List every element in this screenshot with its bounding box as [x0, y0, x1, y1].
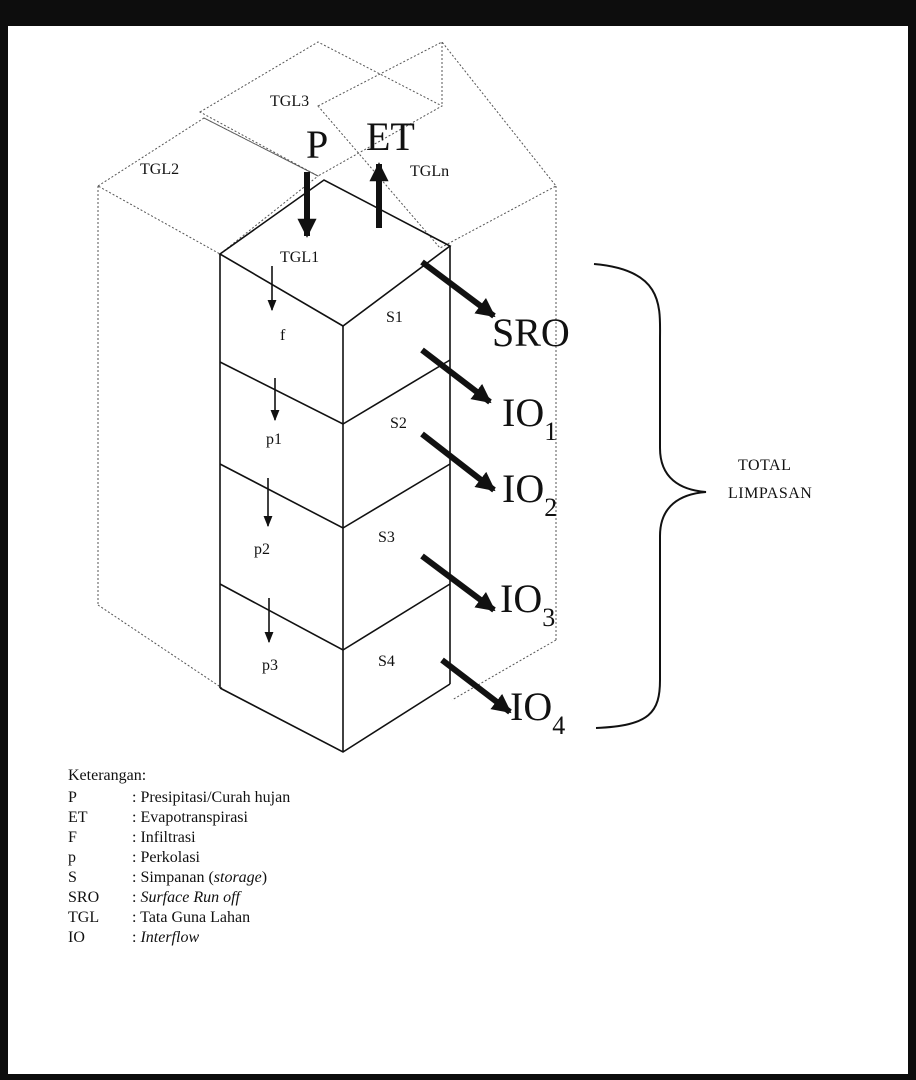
frame-border-right — [908, 0, 916, 1080]
legend-desc-text: : — [132, 929, 141, 946]
layer-flux-label-4: p3 — [262, 657, 278, 674]
io1-label-main: IO — [502, 390, 544, 435]
io3-label-main: IO — [500, 576, 542, 621]
legend-term: ET — [68, 809, 88, 826]
legend-row: IO : Interflow — [68, 928, 488, 948]
legend-term: F — [68, 829, 77, 846]
sro-arrow — [420, 259, 496, 319]
legend-row: S : Simpanan (storage) — [68, 868, 488, 888]
io2-arrow — [420, 431, 496, 493]
column-top-face — [218, 179, 452, 327]
storage-label-1: S1 — [386, 309, 403, 326]
io4-label-sub: 4 — [552, 711, 565, 740]
sro-label-main: SRO — [492, 310, 570, 355]
legend-row: SRO : Surface Run off — [68, 888, 488, 908]
io2-label: IO2 — [502, 466, 557, 522]
io4-arrow — [440, 657, 512, 715]
legend-row: ET : Evapotranspirasi — [68, 808, 488, 828]
legend-row: TGL : Tata Guna Lahan — [68, 908, 488, 928]
legend-desc: : Interflow — [132, 928, 199, 948]
frame-border-top — [0, 0, 916, 26]
vertical-exchange-arrows — [297, 162, 389, 238]
legend-row: P : Presipitasi/Curah hujan — [68, 788, 488, 808]
sro-label: SRO — [492, 310, 570, 355]
io2-label-sub: 2 — [544, 493, 557, 522]
layer-flux-label-3: p2 — [254, 541, 270, 558]
column-bottom-edge — [219, 683, 451, 753]
io1-label-sub: 1 — [544, 417, 557, 446]
legend-row: p : Perkolasi — [68, 848, 488, 868]
total-runoff-label-line-1: TOTAL — [738, 457, 791, 474]
legend-term: IO — [68, 929, 85, 946]
total-runoff-label-line-2: LIMPASAN — [728, 485, 812, 502]
legend-desc-italic: Surface Run off — [140, 889, 240, 906]
legend-desc-text: : — [132, 889, 141, 906]
legend-desc: : Tata Guna Lahan — [132, 908, 250, 928]
io3-arrow — [420, 553, 496, 613]
tgl-background-parcels — [97, 41, 557, 701]
io1-arrow — [420, 347, 492, 405]
vertical-flux-arrows — [263, 266, 280, 644]
io4-label: IO4 — [510, 684, 565, 740]
layer-flux-label-1: f — [280, 327, 286, 344]
storage-label-2: S2 — [390, 415, 407, 432]
legend-desc: : Simpanan (storage) — [132, 868, 267, 888]
legend-desc-text: : Infiltrasi — [132, 829, 196, 846]
io3-label: IO3 — [500, 576, 555, 632]
legend-term: SRO — [68, 889, 100, 906]
legend-desc-text: : Simpanan ( — [132, 869, 214, 886]
legend-term: S — [68, 869, 77, 886]
soil-column — [218, 179, 452, 753]
legend-desc: : Infiltrasi — [132, 828, 196, 848]
layer-divider-2 — [219, 463, 451, 529]
storage-label-3: S3 — [378, 529, 395, 546]
tgl2-parcel — [97, 117, 319, 255]
legend-term: P — [68, 789, 77, 806]
legend: Keterangan: P : Presipitasi/Curah hujan … — [68, 766, 488, 948]
frame-border-left — [0, 0, 8, 1080]
lateral-outflow-arrows — [420, 259, 512, 715]
tgl3-parcel — [198, 41, 444, 177]
legend-desc-text: : Evapotranspirasi — [132, 809, 248, 826]
layer-flux-label-2: p1 — [266, 431, 282, 448]
io1-label: IO1 — [502, 390, 557, 446]
legend-desc: : Evapotranspirasi — [132, 808, 248, 828]
legend-desc: : Surface Run off — [132, 888, 240, 908]
legend-desc-text: : Perkolasi — [132, 849, 200, 866]
legend-row: F : Infiltrasi — [68, 828, 488, 848]
legend-desc-italic: Interflow — [140, 929, 200, 946]
tgl-divider — [203, 117, 319, 177]
io3-label-sub: 3 — [542, 603, 555, 632]
tgln-label: TGLn — [410, 163, 449, 180]
legend-term: p — [68, 849, 76, 866]
frame-border-bottom — [0, 1074, 916, 1080]
tgl3-label: TGL3 — [270, 93, 309, 110]
legend-desc-text: : Presipitasi/Curah hujan — [132, 789, 291, 806]
tgln-parcel — [317, 41, 557, 249]
evapotranspiration-label: ET — [366, 114, 415, 159]
total-runoff-brace — [593, 263, 707, 729]
tgl2-label: TGL2 — [140, 161, 179, 178]
io4-label-main: IO — [510, 684, 552, 729]
storage-label-4: S4 — [378, 653, 395, 670]
layer-divider-1 — [219, 359, 451, 425]
legend-title: Keterangan: — [68, 767, 147, 784]
legend-desc: : Presipitasi/Curah hujan — [132, 788, 290, 808]
legend-term: TGL — [68, 909, 100, 926]
legend-desc-after: ) — [261, 869, 268, 886]
precipitation-label: P — [306, 122, 328, 167]
tgl-bottom-edge — [97, 604, 223, 689]
layer-divider-3 — [219, 583, 451, 651]
io2-label-main: IO — [502, 466, 544, 511]
legend-desc-italic: storage — [213, 869, 262, 886]
tgl-bottom-right-edge — [451, 639, 557, 701]
tgl1-label: TGL1 — [280, 249, 319, 266]
legend-desc-text: : Tata Guna Lahan — [132, 909, 251, 926]
legend-desc: : Perkolasi — [132, 848, 200, 868]
